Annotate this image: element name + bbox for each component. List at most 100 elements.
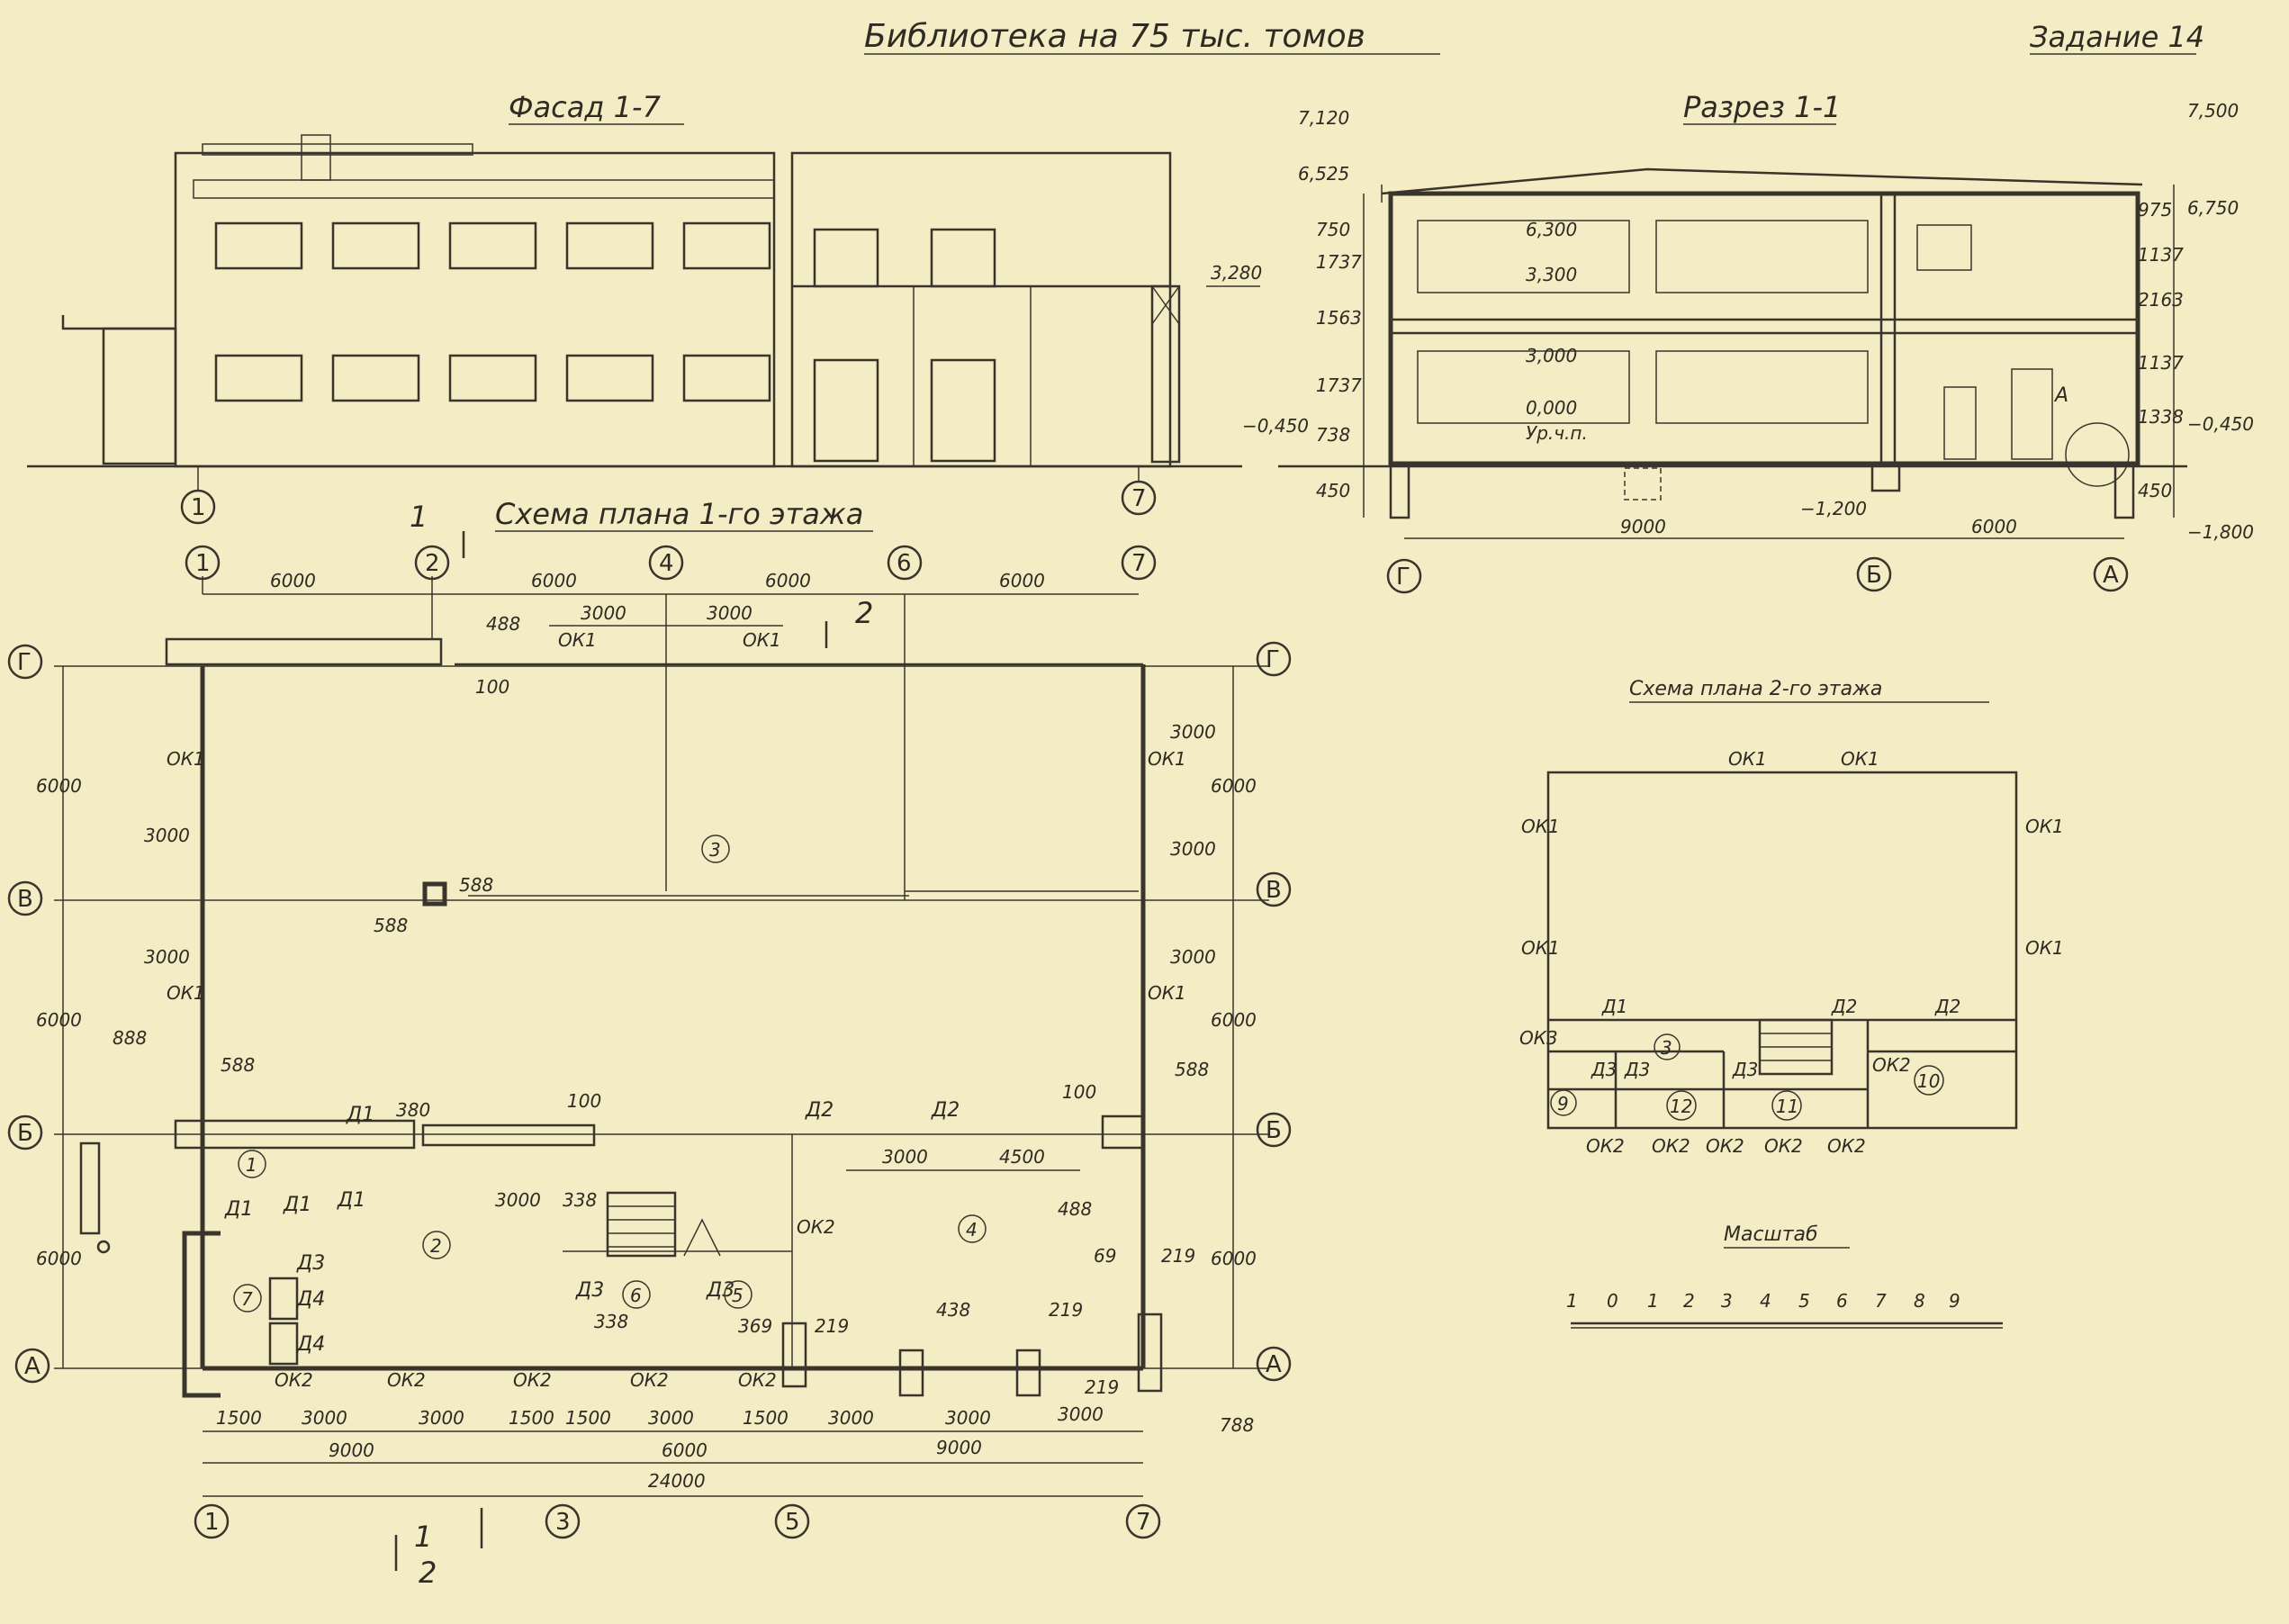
plan1-inner-dim-7: 3000 bbox=[495, 1189, 541, 1211]
plan1-bottom-dim-3: 3000 bbox=[419, 1407, 464, 1429]
plan1-right-axis-v: В bbox=[1266, 877, 1282, 904]
section-level-left-1: 7,120 bbox=[1298, 107, 1349, 129]
section-left-dim-1: 750 bbox=[1316, 219, 1350, 240]
plan1-door-d4-1: Д4 bbox=[296, 1288, 325, 1311]
plan2-window-4: ОК1 bbox=[1521, 937, 1560, 959]
plan1-door-d1-3: Д1 bbox=[283, 1194, 311, 1216]
plan1-left-dim-6: 888 bbox=[113, 1027, 147, 1049]
plan1-title: Схема плана 1-го этажа bbox=[495, 497, 863, 531]
section-left-dim-5: 738 bbox=[1316, 424, 1350, 446]
plan1-top-axis-1: 1 bbox=[195, 550, 211, 577]
section-span-dim-2: 6000 bbox=[1971, 516, 2017, 537]
plan1-window-ok1-2: ОК1 bbox=[743, 629, 781, 651]
plan1-left-dim-2: 6000 bbox=[36, 1009, 82, 1031]
scale-tick-4: 2 bbox=[1683, 1290, 1695, 1312]
facade-title: Фасад 1-7 bbox=[509, 90, 662, 124]
scale-tick-2: 0 bbox=[1607, 1290, 1618, 1312]
plan1-window-ok2-2: ОК2 bbox=[387, 1369, 426, 1391]
facade-axis-7: 7 bbox=[1131, 485, 1147, 512]
plan1-column-dim-2: 588 bbox=[374, 915, 408, 936]
section-level-left-2: 6,525 bbox=[1298, 163, 1349, 185]
plan1-left-axis-b: Б bbox=[17, 1120, 33, 1147]
plan1-right-dim-3: 3000 bbox=[1170, 946, 1216, 968]
plan1-top-dim-4: 6000 bbox=[999, 570, 1045, 591]
plan1-right-dim-6: 6000 bbox=[1211, 1248, 1257, 1269]
task-number: Задание 14 bbox=[2030, 20, 2204, 54]
plan1-bottom-axis-1: 1 bbox=[204, 1509, 220, 1536]
sheet-header: Библиотека на 75 тыс. томов Задание 14 bbox=[864, 18, 2204, 55]
plan1-window-ok1-4: ОК1 bbox=[167, 982, 205, 1004]
section-foundation-level: −1,200 bbox=[1800, 498, 1867, 519]
plan1-window-ok2-4: ОК2 bbox=[630, 1369, 669, 1391]
plan1-column-dim-1: 588 bbox=[459, 874, 493, 896]
plan1-top-axis-2: 2 bbox=[425, 550, 440, 577]
plan1-section-mark-top-2: 2 bbox=[855, 596, 873, 630]
plan1-bottom-dim2-2: 6000 bbox=[662, 1439, 707, 1461]
section-left-dim-4: 1737 bbox=[1316, 374, 1362, 396]
plan1-right-dim-7: 588 bbox=[1175, 1059, 1209, 1080]
plan2-ok2-5: ОК2 bbox=[1827, 1135, 1866, 1157]
facade-level-right: 3,280 bbox=[1211, 262, 1262, 284]
plan2-door-2: Д2 bbox=[1831, 996, 1857, 1017]
facade-level-left: −0,450 bbox=[1242, 415, 1309, 437]
plan1-inner-dim-8: 338 bbox=[563, 1189, 597, 1211]
plan2-window-1: ОК1 bbox=[1728, 748, 1767, 770]
plan1-inner-dim-10: 69 bbox=[1094, 1245, 1116, 1267]
plan1-window-ok2-1: ОК2 bbox=[275, 1369, 313, 1391]
plan2-door-4: Д3 bbox=[1591, 1059, 1617, 1080]
plan1-top-dim-3: 6000 bbox=[765, 570, 811, 591]
plan1-inner-dim-3: 3000 bbox=[882, 1146, 928, 1168]
scale-tick-9: 7 bbox=[1875, 1290, 1887, 1312]
section-level-right-1: 7,500 bbox=[2187, 100, 2239, 122]
plan1-room-2: 2 bbox=[430, 1235, 442, 1257]
plan2-ok2-4: ОК2 bbox=[1764, 1135, 1803, 1157]
plan2-window-2: ОК1 bbox=[1841, 748, 1879, 770]
plan1-right-dim-5: 6000 bbox=[1211, 1009, 1257, 1031]
plan1-drawing: Схема плана 1-го этажа 1 1 2 2 bbox=[7, 497, 1292, 1590]
facade-windows-upper bbox=[214, 221, 771, 402]
plan1-bottom-dim-2: 3000 bbox=[302, 1407, 347, 1429]
plan1-window-ok2-6: ОК2 bbox=[797, 1216, 835, 1238]
section-left-dim-2: 1737 bbox=[1316, 251, 1362, 273]
plan2-ok2-3: ОК2 bbox=[1706, 1135, 1744, 1157]
plan2-room-11: 11 bbox=[1776, 1096, 1798, 1117]
plan1-door-d3-1: Д3 bbox=[296, 1252, 325, 1275]
plan2-door-6: Д3 bbox=[1732, 1059, 1758, 1080]
plan1-door-d4-2: Д4 bbox=[296, 1333, 325, 1356]
plan1-door-d2-2: Д2 bbox=[931, 1099, 960, 1122]
plan2-door-3: Д2 bbox=[1934, 996, 1960, 1017]
plan1-bottom-dim-9: 3000 bbox=[945, 1407, 991, 1429]
plan1-top-dim-8: 100 bbox=[475, 676, 509, 698]
plan1-bottom-axis-3: 3 bbox=[555, 1509, 571, 1536]
facade-drawing: Фасад 1-7 bbox=[27, 90, 1309, 525]
plan1-right-dim-2: 3000 bbox=[1170, 838, 1216, 860]
plan1-left-axis-v: В bbox=[17, 886, 33, 913]
plan1-window-ok1-5: ОК1 bbox=[1148, 748, 1186, 770]
section-level-right-4: −1,800 bbox=[2187, 521, 2254, 543]
plan2-ok2-6: ОК2 bbox=[1872, 1054, 1911, 1076]
plan1-inner-dim-16: 219 bbox=[1085, 1376, 1119, 1398]
plan1-window-ok1-3: ОК1 bbox=[167, 748, 205, 770]
plan1-room-4: 4 bbox=[966, 1219, 978, 1241]
section-detail-mark: А bbox=[2053, 384, 2068, 407]
plan1-door-d3-2: Д3 bbox=[575, 1279, 604, 1302]
plan1-door-d1-2: Д1 bbox=[224, 1198, 253, 1221]
plan1-section-mark-bottom-1: 1 bbox=[414, 1520, 432, 1554]
plan2-window-6: ОК1 bbox=[2025, 937, 2064, 959]
plan1-top-dim-1: 6000 bbox=[270, 570, 316, 591]
plan1-bottom-axis-7: 7 bbox=[1136, 1509, 1151, 1536]
plan1-left-dim-4: 3000 bbox=[144, 825, 190, 846]
plan1-inner-dim-5: 488 bbox=[1058, 1198, 1092, 1220]
plan1-bottom-dim-6: 3000 bbox=[648, 1407, 694, 1429]
plan1-right-axis-a: А bbox=[1266, 1351, 1282, 1378]
section-inner-level-1: 6,300 bbox=[1526, 219, 1577, 240]
plan1-bottom-dim2-3: 9000 bbox=[936, 1437, 982, 1458]
plan1-left-dim-1: 6000 bbox=[36, 775, 82, 797]
section-span-dim-1: 9000 bbox=[1620, 516, 1666, 537]
plan2-window-3: ОК1 bbox=[1521, 816, 1560, 837]
plan1-window-ok1-6: ОК1 bbox=[1148, 982, 1186, 1004]
section-right-dim-2: 1137 bbox=[2138, 244, 2184, 266]
section-right-dim-3: 2163 bbox=[2138, 289, 2184, 311]
plan1-top-axis-7: 7 bbox=[1131, 550, 1147, 577]
plan1-inner-dim-15: 219 bbox=[1049, 1299, 1083, 1321]
